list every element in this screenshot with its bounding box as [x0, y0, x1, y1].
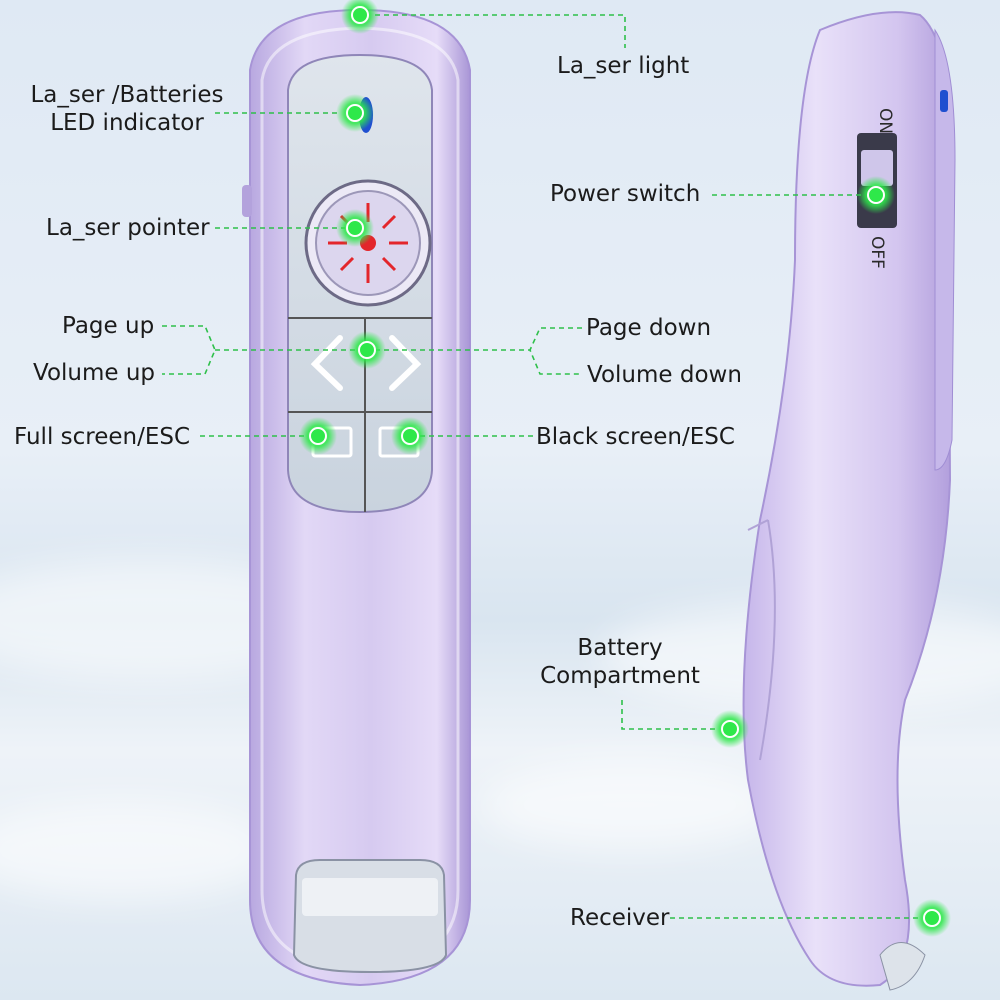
marker-black-screen [391, 417, 429, 455]
page-up-chevron-icon [310, 335, 343, 391]
leader-lines [162, 14, 918, 919]
laser-batteries-led-label: La_ser /Batteries LED indicator [22, 81, 232, 137]
side-view-remote [742, 11, 956, 991]
marker-page-navigation [348, 331, 386, 369]
marker-full-screen [299, 417, 337, 455]
laser-light-label: La_ser light [557, 53, 690, 79]
battery-compartment-label-line1: Battery [577, 635, 663, 661]
marker-power-switch [857, 176, 895, 214]
laser-pointer-label: La_ser pointer [46, 215, 210, 241]
power-switch-knob[interactable] [861, 150, 893, 186]
full-screen-esc-label: Full screen/ESC [14, 424, 191, 450]
marker-led-indicator [336, 94, 374, 132]
marker-battery-compartment [711, 710, 749, 748]
battery-compartment-label: Battery Compartment [530, 634, 710, 690]
laser-batteries-led-label-line1: La_ser /Batteries [30, 82, 224, 108]
volume-up-label: Volume up [33, 360, 156, 386]
marker-laser-light [341, 0, 379, 34]
black-screen-esc-label: Black screen/ESC [536, 424, 735, 450]
switch-off-label: OFF [867, 236, 887, 269]
page-down-chevron-icon [389, 335, 422, 391]
battery-compartment-label-line2: Compartment [540, 663, 700, 689]
front-view-remote [242, 8, 471, 987]
power-switch-label: Power switch [550, 181, 701, 207]
page-up-label: Page up [62, 313, 155, 339]
laser-batteries-led-label-line2: LED indicator [50, 110, 204, 136]
marker-receiver [913, 899, 951, 937]
switch-on-label: ON [875, 108, 895, 134]
page-down-label: Page down [586, 315, 712, 341]
callout-markers [299, 0, 951, 937]
marker-laser-pointer [336, 209, 374, 247]
receiver-label: Receiver [570, 905, 670, 931]
volume-down-label: Volume down [587, 362, 742, 388]
